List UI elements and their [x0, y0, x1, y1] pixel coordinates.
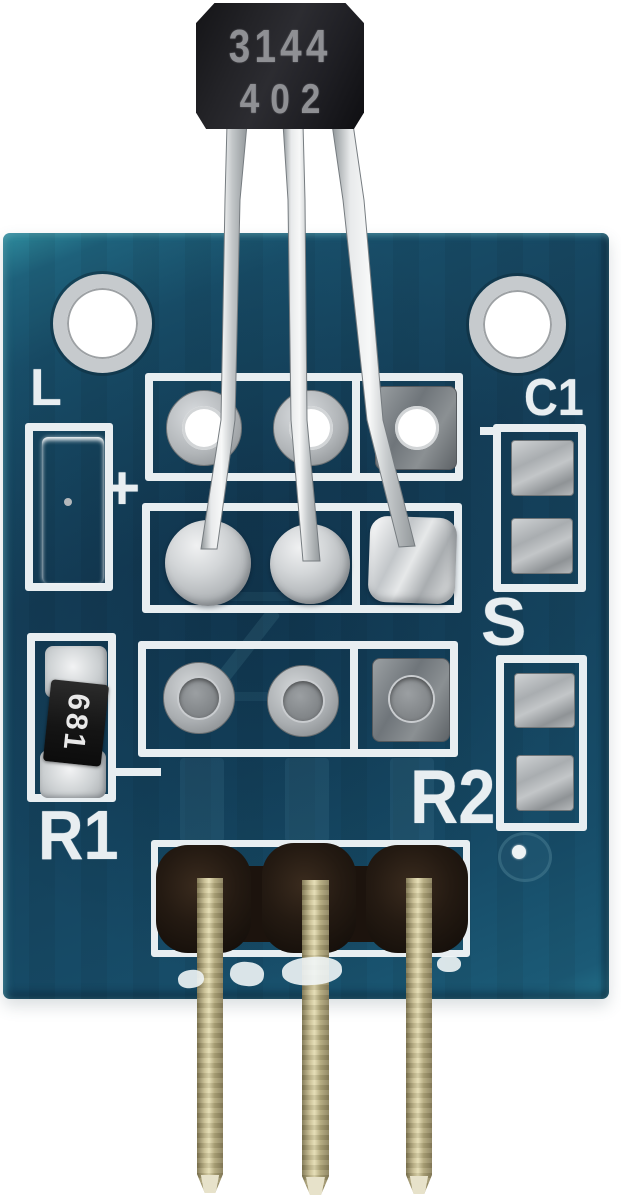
solder-joint-2	[270, 524, 350, 604]
silkscreen-label-led: L	[30, 359, 62, 417]
c1-pad-top	[511, 440, 574, 496]
pin-tip	[200, 1175, 220, 1193]
mounting-hole-right	[469, 276, 566, 373]
via-bore	[283, 681, 323, 721]
flux-stain	[498, 832, 552, 882]
through-hole-3-square-pad	[375, 386, 457, 470]
light-reflection	[218, 592, 306, 601]
r2-footprint-outline	[496, 655, 587, 831]
silkscreen-label-r1: R1	[38, 796, 119, 874]
silkscreen-label-s: S	[481, 584, 527, 660]
pin-tip	[306, 1177, 325, 1195]
silkscreen-label-c1: C1	[524, 369, 584, 427]
smd-resistor-r1: 681	[42, 679, 110, 767]
via-bore	[390, 677, 433, 721]
solder-joint-3	[367, 515, 458, 605]
silkscreen-label-r2: R2	[410, 755, 496, 840]
c1-pad-bottom	[511, 518, 573, 574]
pcb-trace	[180, 758, 224, 842]
mounting-hole-left	[53, 274, 152, 373]
r1-footprint-outline	[27, 633, 116, 802]
pin-tip	[409, 1176, 429, 1194]
silkscreen-divider	[350, 641, 358, 757]
c1-footprint-tab	[480, 427, 494, 435]
led-die-dot	[64, 498, 72, 506]
via-bore	[179, 678, 219, 718]
r2-pad-top	[514, 673, 575, 728]
through-hole-1	[166, 390, 242, 466]
led-footprint-outline	[25, 423, 113, 591]
silkscreen-divider	[352, 503, 360, 613]
light-reflection	[222, 692, 306, 701]
via-1	[163, 662, 235, 734]
hole-bore	[289, 406, 333, 450]
silkscreen-divider	[352, 373, 360, 481]
solder-residue	[437, 956, 461, 972]
header-pin-2	[302, 880, 329, 1195]
sensor-marking-line2: 402	[239, 75, 332, 122]
pcb-trace	[390, 758, 434, 842]
hall-sensor-package: 3144 402	[196, 3, 364, 129]
r2-pad-bottom	[516, 755, 574, 811]
sensor-marking-line1: 3144	[228, 20, 332, 72]
via-2	[267, 665, 339, 737]
header-pin-3	[406, 878, 432, 1194]
solder-dot	[512, 845, 526, 859]
hole-bore	[395, 406, 439, 450]
via-3-square-pad	[372, 658, 450, 742]
c1-footprint-outline	[493, 424, 586, 592]
r1-marking: 681	[57, 691, 96, 755]
pcb-trace	[285, 758, 329, 842]
smd-led	[42, 437, 104, 583]
through-hole-2	[273, 390, 349, 466]
header-pin-1	[197, 878, 223, 1193]
hole-bore	[182, 406, 226, 450]
silkscreen-trace	[114, 768, 161, 776]
solder-joint-1	[165, 520, 251, 606]
via-row-outline	[138, 641, 458, 757]
